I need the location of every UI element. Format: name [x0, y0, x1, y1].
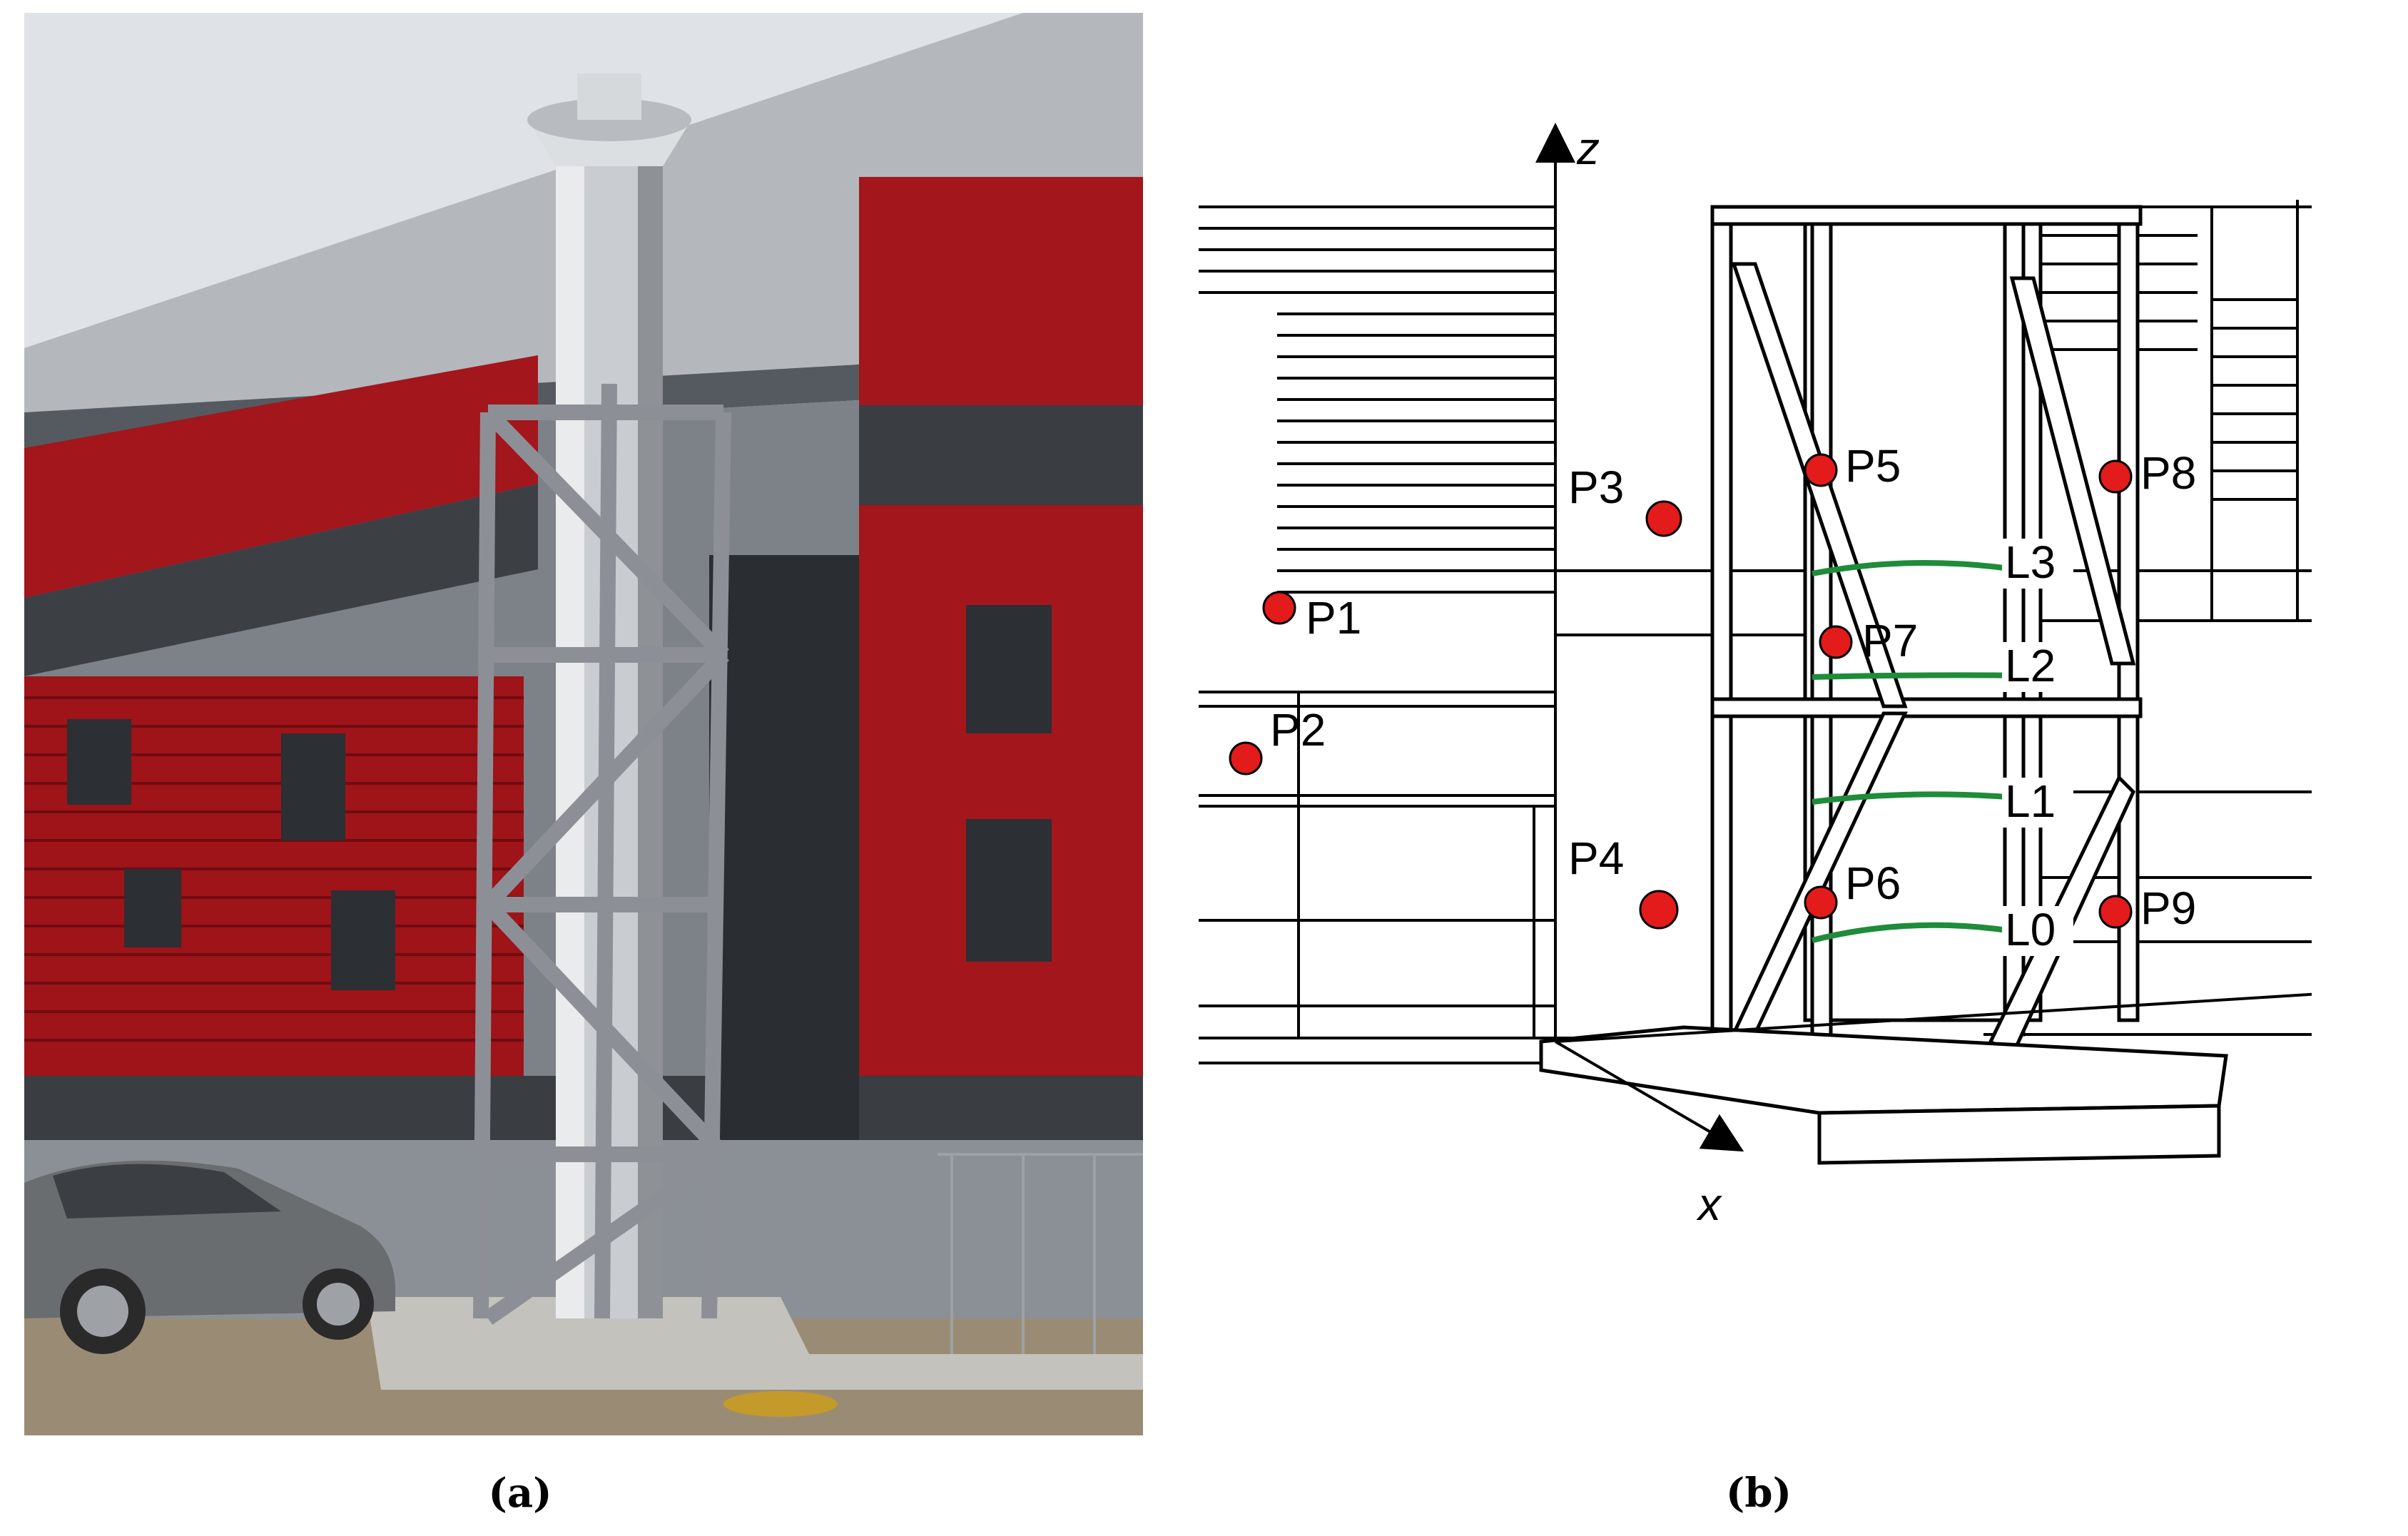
right-louvres — [859, 505, 1143, 1076]
point-p6-label: P6 — [1845, 858, 1901, 909]
right-windows — [966, 605, 1052, 962]
caption-a: (a) — [488, 1470, 552, 1517]
point-p3-label: P3 — [1568, 462, 1624, 513]
level-l0-label: L0 — [2005, 904, 2056, 955]
level-l1-label: L1 — [2005, 775, 2056, 827]
fence — [938, 1153, 1143, 1354]
point-p9-label: P9 — [2140, 883, 2196, 934]
schematic-drawing: z y x P1 P2 P3 P4 P5 P6 P7 P8 P9 L3 L2 L… — [1199, 123, 2408, 1230]
building-chimney-photo — [24, 13, 1143, 1435]
level-l3-label: L3 — [2005, 536, 2056, 588]
foundation — [1539, 1025, 2228, 1165]
point-p1-label: P1 — [1306, 592, 1361, 644]
point-p2-label: P2 — [1270, 704, 1326, 756]
x-axis-label: x — [1696, 1179, 1722, 1230]
level-l2-label: L2 — [2005, 640, 2056, 691]
manhole-cover — [723, 1391, 838, 1417]
left-windows — [67, 719, 395, 990]
measurement-points — [1229, 453, 2133, 930]
concrete-base — [367, 1297, 1143, 1390]
point-p7-marker — [1819, 625, 1853, 659]
louvre-slats-left — [24, 696, 524, 1042]
caption-b: (b) — [1725, 1470, 1792, 1517]
upper-louvres-left — [24, 355, 538, 598]
point-p4-marker — [1639, 890, 1679, 930]
point-p5-label: P5 — [1845, 440, 1901, 492]
point-p5-marker — [1804, 453, 1838, 487]
dark-band — [24, 484, 538, 676]
tall-window — [709, 555, 859, 1183]
z-axis-label: z — [1576, 123, 1600, 174]
point-p8-marker — [2098, 459, 2133, 494]
point-p2-marker — [1229, 741, 1263, 775]
parked-car — [24, 1160, 395, 1354]
photo-scene — [24, 13, 1143, 1435]
point-p1-marker — [1262, 591, 1296, 625]
level-label-backgrounds — [2002, 539, 2073, 956]
right-dark-band — [859, 405, 1143, 505]
tower-frame — [1710, 205, 2143, 1059]
x-axis — [1554, 1040, 1744, 1152]
right-upper-louvres — [859, 177, 1143, 405]
point-p3-marker — [1645, 500, 1682, 537]
measurement-schematic: z y x P1 P2 P3 P4 P5 P6 P7 P8 P9 L3 L2 L… — [1199, 121, 2408, 1248]
point-p8-label: P8 — [2140, 447, 2196, 499]
point-p9-marker — [2098, 895, 2133, 929]
lattice-tower — [473, 383, 731, 1326]
point-p4-label: P4 — [1568, 833, 1624, 884]
point-p6-marker — [1804, 885, 1838, 920]
point-p7-label: P7 — [1862, 615, 1918, 666]
